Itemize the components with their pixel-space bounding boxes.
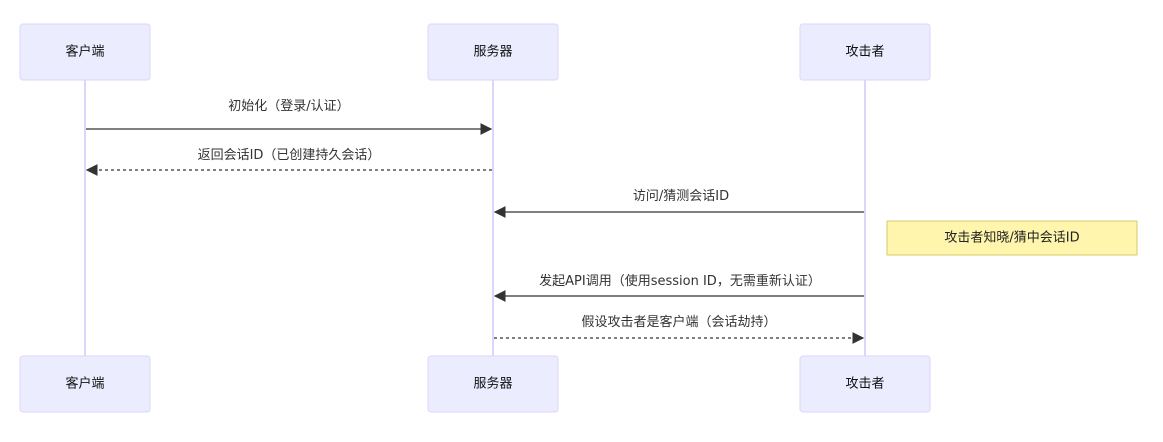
actor-label: 攻击者 [845,45,884,60]
actor-client-bottom[interactable]: 客户端 [19,355,151,413]
actor-label: 客户端 [65,44,104,60]
message-session-hijack: 假设攻击者是客户端（会话劫持） [494,314,865,344]
message-label: 假设攻击者是客户端（会话劫持） [581,314,776,330]
note-text: 攻击者知晓/猜中会话ID [944,230,1079,246]
actor-label: 客户端 [65,376,104,392]
actor-label: 服务器 [473,376,512,392]
message-label: 返回会话ID（已创建持久会话） [198,148,381,163]
actor-label: 攻击者 [845,377,884,392]
actor-server-top[interactable]: 服务器 [427,23,559,81]
message-label: 发起API调用（使用session ID，无需重新认证） [539,273,821,289]
message-label: 访问/猜测会话ID [633,189,729,204]
actor-attacker-bottom[interactable]: 攻击者 [799,355,931,413]
actor-attacker-top[interactable]: 攻击者 [799,23,931,81]
actor-label: 服务器 [473,44,512,60]
message-api-call: 发起API调用（使用session ID，无需重新认证） [493,273,864,302]
message-guess-session-id: 访问/猜测会话ID [493,189,864,218]
actor-server-bottom[interactable]: 服务器 [427,355,559,413]
message-label: 初始化（登录/认证） [228,99,349,114]
message-init: 初始化（登录/认证） [86,99,493,135]
message-return-session-id: 返回会话ID（已创建持久会话） [85,148,492,176]
actor-client-top[interactable]: 客户端 [19,23,151,81]
note-attacker-knows-id: 攻击者知晓/猜中会话ID [886,220,1138,256]
